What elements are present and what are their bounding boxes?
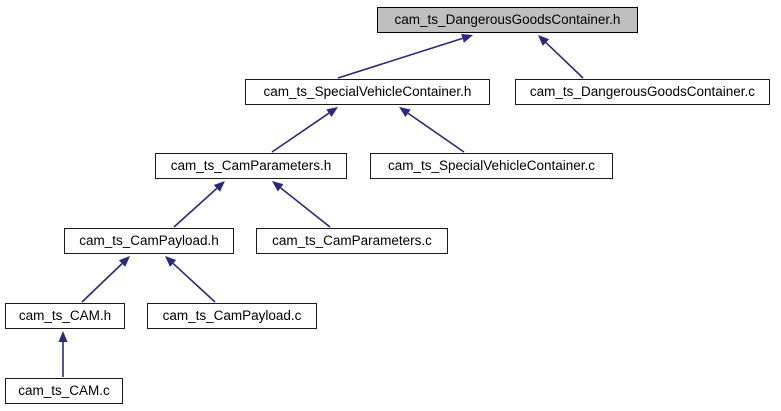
graph-edge [165,256,216,303]
graph-edge [271,107,338,153]
edge-arrowhead-icon [58,331,68,342]
graph-node-cam-ts-campayload-h[interactable]: cam_ts_CamPayload.h [64,228,234,254]
graph-node-label: cam_ts_DangerousGoodsContainer.h [394,12,621,28]
edge-arrowhead-icon [326,107,338,117]
edge-line [172,262,216,303]
graph-node-label: cam_ts_DangerousGoodsContainer.c [529,84,756,100]
graph-edge [81,256,130,303]
graph-edge [399,107,465,153]
graph-node-cam-ts-camparameters-h[interactable]: cam_ts_CamParameters.h [155,153,347,179]
graph-node-cam-ts-cam-h[interactable]: cam_ts_CAM.h [5,303,125,329]
graph-node-label: cam_ts_CAM.h [18,308,112,324]
graph-node-cam-ts-cam-c[interactable]: cam_ts_CAM.c [5,378,123,404]
graph-node-label: cam_ts_CamParameters.c [272,233,432,249]
graph-edge [272,181,331,228]
graph-node-cam-ts-camparameters-c[interactable]: cam_ts_CamParameters.c [256,228,448,254]
graph-node-label: cam_ts_SpecialVehicleContainer.c [387,158,596,174]
graph-node-cam-ts-specialvehiclecontainer-h[interactable]: cam_ts_SpecialVehicleContainer.h [245,79,490,105]
graph-node-cam-ts-campayload-c[interactable]: cam_ts_CamPayload.c [147,303,317,329]
edge-arrowhead-icon [272,181,284,192]
edge-line [271,112,330,153]
graph-edge [337,33,473,79]
graph-node-cam-ts-specialvehiclecontainer-c[interactable]: cam_ts_SpecialVehicleContainer.c [370,153,613,179]
edge-line [407,112,465,153]
edge-arrowhead-icon [118,256,130,267]
edge-arrowhead-icon [213,181,225,192]
graph-node-label: cam_ts_CamPayload.h [79,233,219,249]
graph-node-label: cam_ts_CamParameters.h [170,158,332,174]
edge-line [545,42,584,79]
edge-arrowhead-icon [538,35,550,46]
graph-edge [538,35,584,79]
graph-edge [58,331,68,377]
edge-line [173,187,218,228]
graph-node-cam-ts-dangerousgoodscontainer-h[interactable]: cam_ts_DangerousGoodsContainer.h [377,7,638,33]
edge-line [280,187,331,228]
edge-arrowhead-icon [165,256,177,267]
graph-node-cam-ts-dangerousgoodscontainer-c[interactable]: cam_ts_DangerousGoodsContainer.c [515,79,770,105]
graph-edge [173,181,225,228]
graph-node-label: cam_ts_SpecialVehicleContainer.h [263,84,472,100]
edge-line [81,263,123,303]
edge-arrowhead-icon [461,33,473,43]
edge-arrowhead-icon [399,107,411,118]
graph-node-label: cam_ts_CamPayload.c [162,308,302,324]
graph-node-label: cam_ts_CAM.c [18,383,110,399]
edge-line [337,37,463,79]
